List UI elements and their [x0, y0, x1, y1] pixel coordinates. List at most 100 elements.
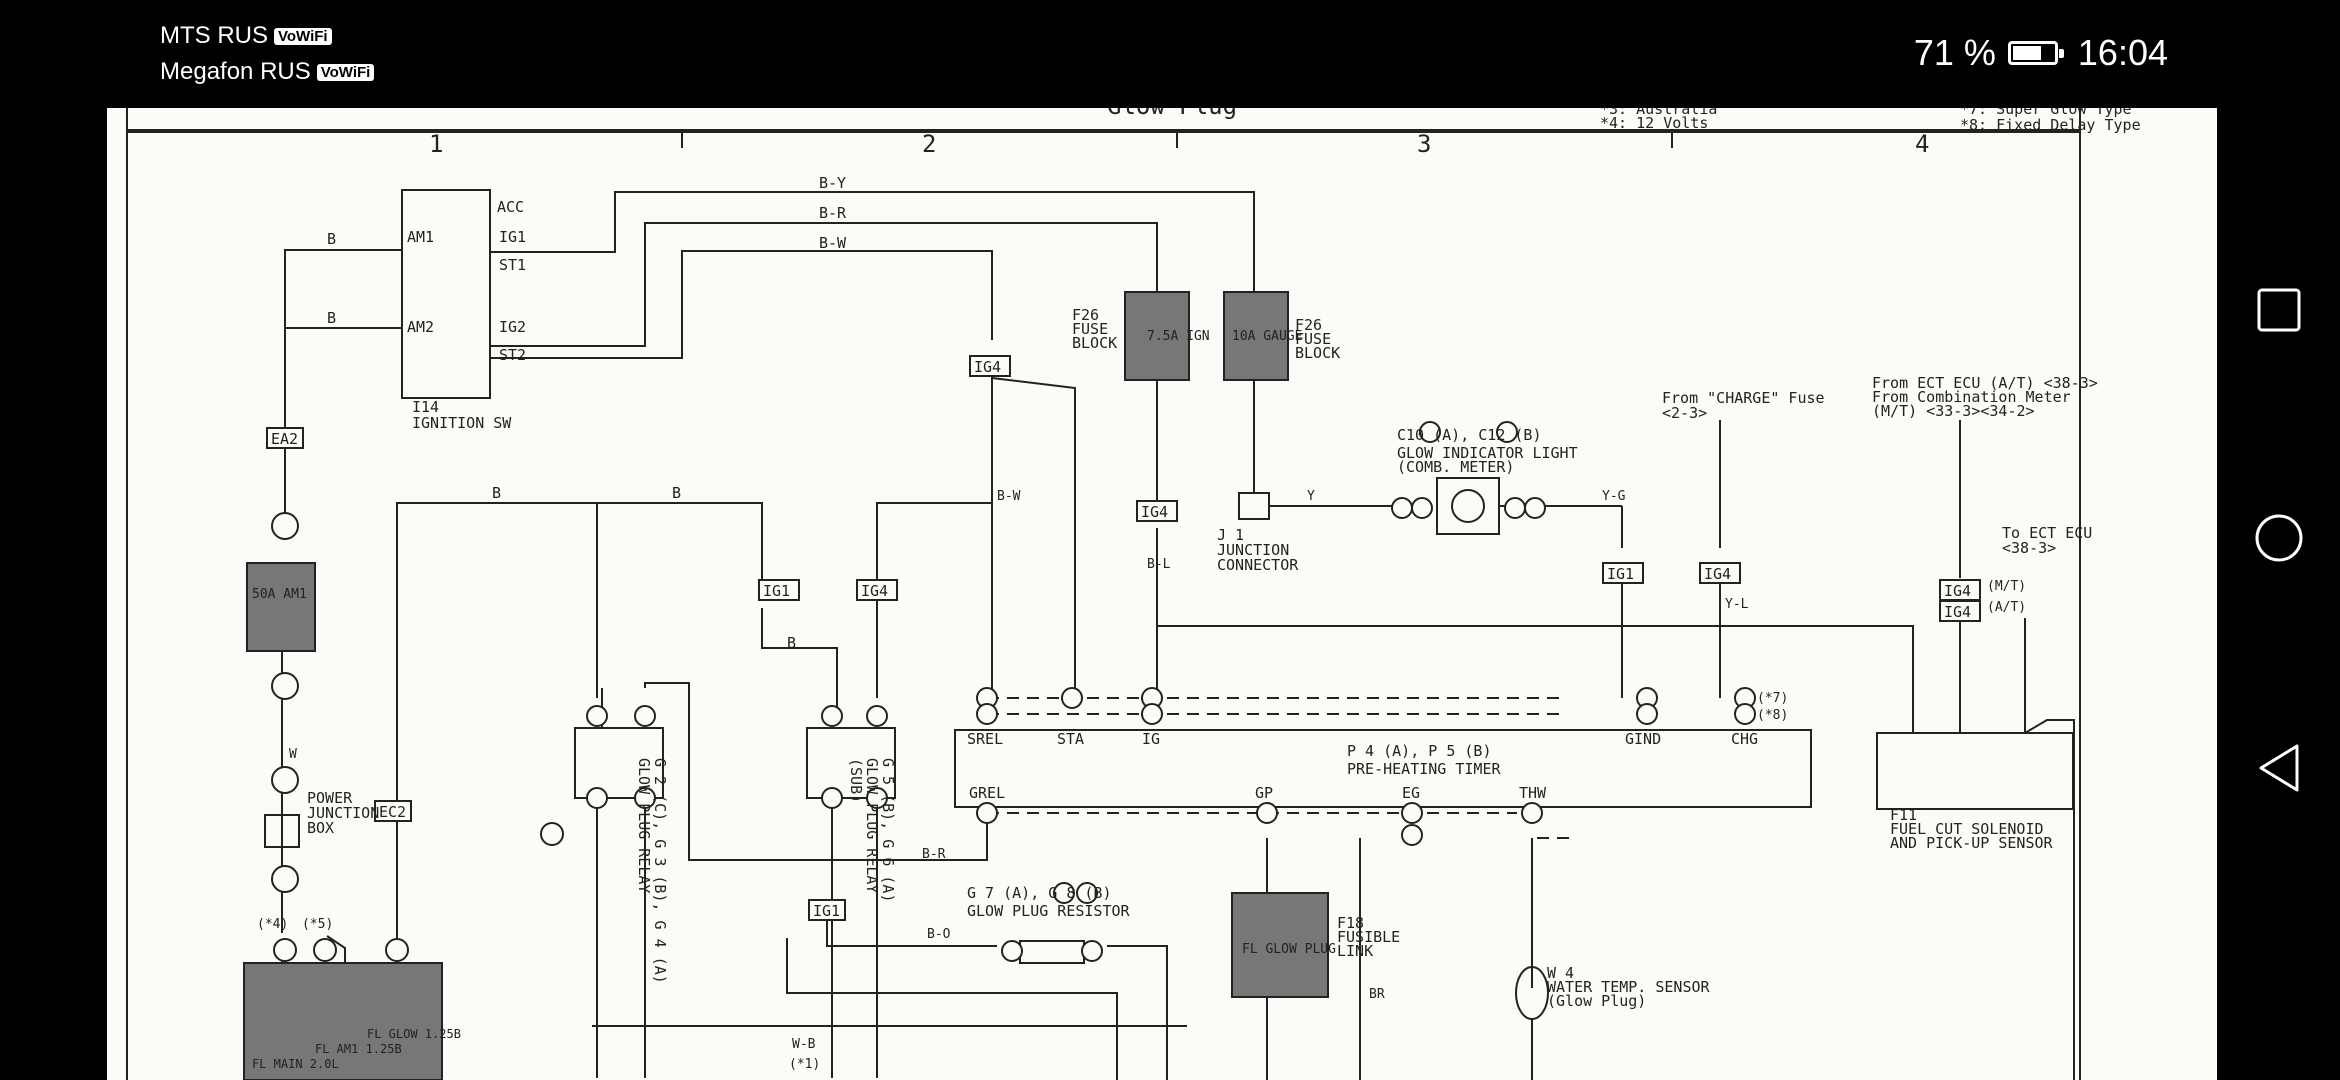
f18: LINK — [1337, 942, 1373, 960]
junction: CONNECTOR — [1217, 556, 1299, 574]
carrier-1: MTS RUS VoWiFi — [160, 22, 332, 50]
note-mark: (M/T) — [1987, 579, 2026, 594]
battery-percentage: 71 % — [1913, 32, 1996, 73]
note-8: *8: Fixed Delay Type — [1960, 116, 2141, 134]
to-ecu: To ECT ECU — [2002, 524, 2092, 542]
wire-color: B-W — [997, 489, 1021, 504]
power-jb: JUNCTION — [307, 804, 379, 822]
pin-st2: ST2 — [499, 346, 526, 364]
from-ecu: From Combination Meter — [1872, 388, 2071, 406]
timer-code: P 4 (A), P 5 (B) — [1347, 742, 1492, 760]
note-4: *4: 12 Volts — [1600, 114, 1708, 132]
back-button[interactable] — [2218, 718, 2340, 818]
connector-ec2: EC2 — [379, 803, 406, 821]
relay1: G 2 (C), G 3 (B), G 4 (A) — [651, 758, 669, 984]
timer-pin: GREL — [969, 784, 1005, 802]
resistor: GLOW PLUG RESISTOR — [967, 902, 1131, 920]
navigation-bar — [2218, 108, 2340, 1080]
timer-pin: GP — [1255, 784, 1273, 802]
connector-ig4: IG4 — [1944, 603, 1971, 621]
wire-color: Y-G — [1602, 489, 1626, 504]
timer-name: PRE-HEATING TIMER — [1347, 760, 1501, 778]
glow-ind: GLOW INDICATOR LIGHT — [1397, 444, 1578, 462]
note-mark: (*7) — [1757, 691, 1788, 706]
wire-by: B-Y — [819, 174, 846, 192]
clock: 16:04 — [2077, 32, 2168, 73]
wire-color: W — [289, 747, 297, 762]
pin-am2: AM2 — [407, 318, 434, 336]
timer-pin: CHG — [1731, 730, 1758, 748]
relay2: (SUB) — [847, 758, 865, 803]
f18: FUSIBLE — [1337, 928, 1400, 946]
recents-button[interactable] — [2218, 260, 2340, 360]
f18: F18 — [1337, 914, 1364, 932]
carrier-name: MTS RUS — [160, 22, 268, 49]
wire-color: Y-L — [1725, 597, 1749, 612]
wire-b: B — [327, 230, 336, 248]
glow-ind: C10 (A), C12 (B) — [1397, 426, 1542, 444]
vowifi-badge: VoWiFi — [316, 64, 375, 81]
f26-left: BLOCK — [1072, 334, 1117, 352]
from-ecu: (M/T) <33-3><34-2> — [1872, 402, 2035, 420]
resistor: G 7 (A), G 8 (B) — [967, 884, 1112, 902]
note-mark: (*4) — [257, 917, 288, 932]
grid-number: 2 — [922, 130, 936, 158]
relay1: GLOW PLUG RELAY — [635, 758, 653, 893]
fuse-50a: 50A AM1 — [252, 587, 307, 602]
relay2: G 5 (B), G 6 (A) — [879, 758, 897, 903]
timer-pin: THW — [1519, 784, 1547, 802]
ign-sw-code: I14 — [412, 398, 439, 416]
f26-right: BLOCK — [1295, 344, 1340, 362]
square-icon — [2257, 288, 2301, 332]
diagram-viewer[interactable]: Glow Plug *7: Super Glow Type *8: Fixed … — [107, 108, 2217, 1080]
f26-left: F26 — [1072, 306, 1099, 324]
timer-pin: STA — [1057, 730, 1084, 748]
fuse-10a: 10A GAUGE — [1232, 329, 1302, 344]
connector-ig4: IG4 — [861, 582, 888, 600]
wire-br: B-R — [819, 204, 847, 222]
home-button[interactable] — [2218, 488, 2340, 588]
note-3: *3: Australia — [1600, 108, 1717, 118]
f11: F11 — [1890, 806, 1917, 824]
status-bar: MTS RUS VoWiFi Megafon RUS VoWiFi 71 % 16:… — [0, 0, 2340, 108]
note-mark: (*1) — [789, 1057, 820, 1072]
wire-b: B — [787, 634, 796, 652]
power-jb: BOX — [307, 819, 334, 837]
connector-ig1: IG1 — [763, 582, 790, 600]
wire-color: BR — [1369, 987, 1385, 1002]
wire-b: B — [492, 484, 501, 502]
f26-left: FUSE — [1072, 320, 1108, 338]
w4: (Glow Plug) — [1547, 992, 1646, 1010]
timer-pin: SREL — [967, 730, 1003, 748]
wire-color: Y — [1307, 489, 1315, 504]
timer-pin: IG — [1142, 730, 1160, 748]
timer-pin: GIND — [1625, 730, 1661, 748]
f11: AND PICK-UP SENSOR — [1890, 834, 2054, 852]
wire-color: B-O — [927, 927, 951, 942]
connector-ig4: IG4 — [1944, 582, 1971, 600]
circle-icon — [2255, 514, 2303, 562]
w4: W 4 — [1547, 964, 1574, 982]
note-mark: (A/T) — [1987, 600, 2026, 615]
fuse-7-5a: 7.5A IGN — [1147, 329, 1210, 344]
wire-b: B — [327, 309, 336, 327]
timer-pin: EG — [1402, 784, 1420, 802]
junction: J 1 — [1217, 526, 1244, 544]
pin-am1: AM1 — [407, 228, 434, 246]
triangle-icon — [2259, 744, 2299, 792]
w4: WATER TEMP. SENSOR — [1547, 978, 1711, 996]
connector-ig1: IG1 — [813, 902, 840, 920]
diagram-title: Glow Plug — [1107, 108, 1237, 120]
fl-glow: FL GLOW 1.25B — [367, 1027, 461, 1041]
fl-am1: FL AM1 1.25B — [315, 1042, 402, 1056]
vowifi-badge: VoWiFi — [274, 28, 332, 45]
wire-color: W-B — [792, 1037, 816, 1052]
junction: JUNCTION — [1217, 541, 1289, 559]
pin-ig2: IG2 — [499, 318, 526, 336]
fl-main: FL MAIN 2.0L — [252, 1057, 339, 1071]
from-ecu: From ECT ECU (A/T) <38-3> — [1872, 374, 2098, 392]
connector-ig4: IG4 — [1704, 565, 1731, 583]
carrier-name: Megafon RUS — [160, 58, 311, 85]
fl-glow-plug: FL GLOW PLUG — [1242, 942, 1336, 957]
carrier-2: Megafon RUS VoWiFi — [160, 58, 375, 86]
